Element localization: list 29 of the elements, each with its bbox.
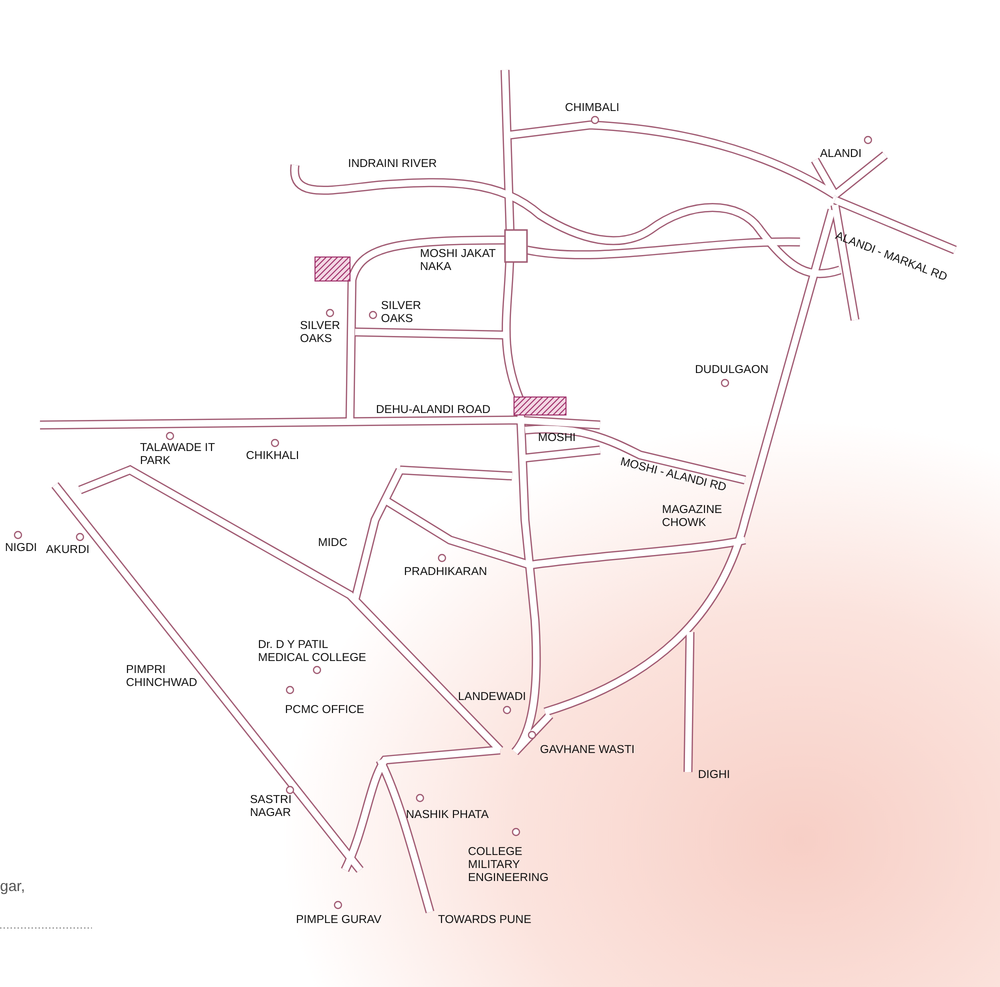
place-name: MOSHI - ALANDI RD [618, 456, 728, 495]
place-name: PIMPRI CHINCHWAD [126, 664, 196, 690]
place-name: COLLEGE MILITARY ENGINEERING [468, 846, 550, 885]
place-name: NIGDI [5, 542, 37, 555]
place-name: PCMC OFFICE [285, 704, 364, 717]
place-name: ALANDI [820, 148, 862, 161]
place-name: MIDC [318, 537, 348, 550]
place-name: SILVER OAKS [300, 320, 342, 346]
place-name: GAVHANE WASTI [540, 744, 635, 757]
place-name: DIGHI [698, 769, 730, 782]
place-name: gar, [0, 880, 26, 893]
place-name: PIMPLE GURAV [296, 914, 382, 927]
place-name: DUDULGAON [695, 364, 768, 377]
place-name: TALAWADE IT PARK [140, 442, 216, 468]
place-name: LANDEWADI [458, 691, 526, 704]
place-name: SASTRI NAGAR [250, 794, 293, 820]
place-name: PRADHIKARAN [404, 566, 488, 579]
place-name: AKURDI [46, 544, 90, 557]
place-name: NASHIK PHATA [406, 809, 489, 822]
place-name: DEHU-ALANDI ROAD [376, 404, 490, 417]
place-name: MOSHI JAKAT NAKA [420, 248, 497, 274]
place-name: SILVER OAKS [381, 300, 422, 326]
place-name: MAGAZINE CHOWK [662, 504, 724, 530]
place-name: INDRAINI RIVER [348, 158, 437, 171]
place-name: CHIKHALI [246, 450, 300, 463]
place-name: Dr. D Y PATIL MEDICAL COLLEGE [258, 639, 368, 665]
place-name: MOSHI [538, 432, 576, 445]
place-name: TOWARDS PUNE [438, 914, 532, 927]
place-name: CHIMBALI [565, 102, 620, 115]
